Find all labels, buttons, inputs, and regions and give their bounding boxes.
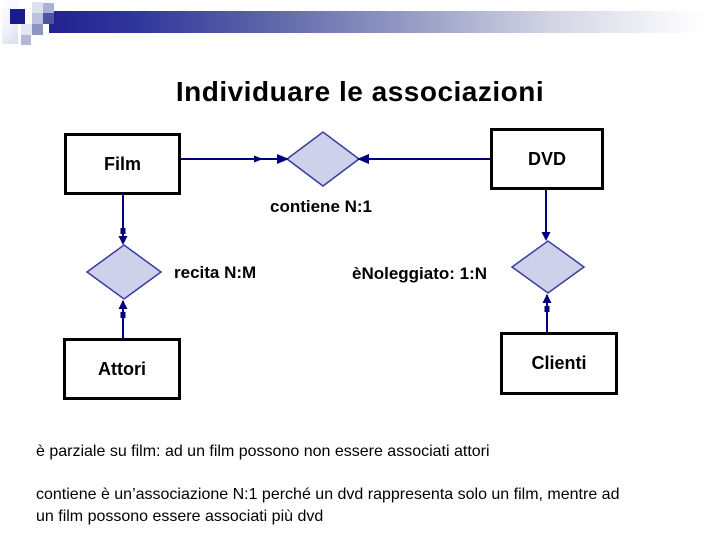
connector-midpoint-marker <box>544 306 550 312</box>
decoration-square <box>21 24 32 35</box>
arrowhead-right <box>277 154 289 164</box>
connector-midpoint-marker <box>120 228 126 234</box>
relationship-diamond-recita <box>85 244 163 300</box>
arrowhead-up <box>118 300 128 309</box>
decoration-square <box>32 13 43 24</box>
entity-film-label: Film <box>103 153 141 174</box>
header-gradient-bar <box>49 11 712 33</box>
relation-label-noleggiato: èNoleggiato: 1:N <box>352 264 488 283</box>
entity-dvd: DVD <box>490 128 604 190</box>
decoration-square <box>21 35 31 45</box>
entity-attori-label: Attori <box>98 358 146 379</box>
entity-film: Film <box>64 133 181 195</box>
entity-clienti: Clienti <box>500 332 618 395</box>
relationship-diamond-noleggiato <box>510 240 586 294</box>
arrowhead-down <box>541 232 551 241</box>
relation-label-contiene: contiene N:1 <box>270 197 373 216</box>
decoration-square <box>10 9 25 24</box>
slide-title: Individuare le associazioni <box>175 76 545 107</box>
decoration-square <box>43 3 54 14</box>
connector-midpoint-marker <box>120 312 126 318</box>
decoration-square <box>32 2 43 13</box>
relation-label-recita: recita N:M <box>174 263 257 282</box>
decoration-square <box>32 24 43 35</box>
entity-attori: Attori <box>63 338 181 400</box>
note-text-2: contiene è un’associazione N:1 perché un… <box>36 486 620 525</box>
relationship-diamond-contiene <box>285 131 361 187</box>
arrowhead-up <box>542 294 552 303</box>
entity-dvd-label: DVD <box>527 148 566 169</box>
arrowhead-left <box>357 154 369 164</box>
arrowhead-right <box>254 155 263 163</box>
note-text-1: è parziale su film: ad un film possono n… <box>36 443 490 460</box>
decoration-square <box>43 13 54 24</box>
arrowhead-down <box>118 236 128 245</box>
entity-clienti-label: Clienti <box>531 353 587 373</box>
